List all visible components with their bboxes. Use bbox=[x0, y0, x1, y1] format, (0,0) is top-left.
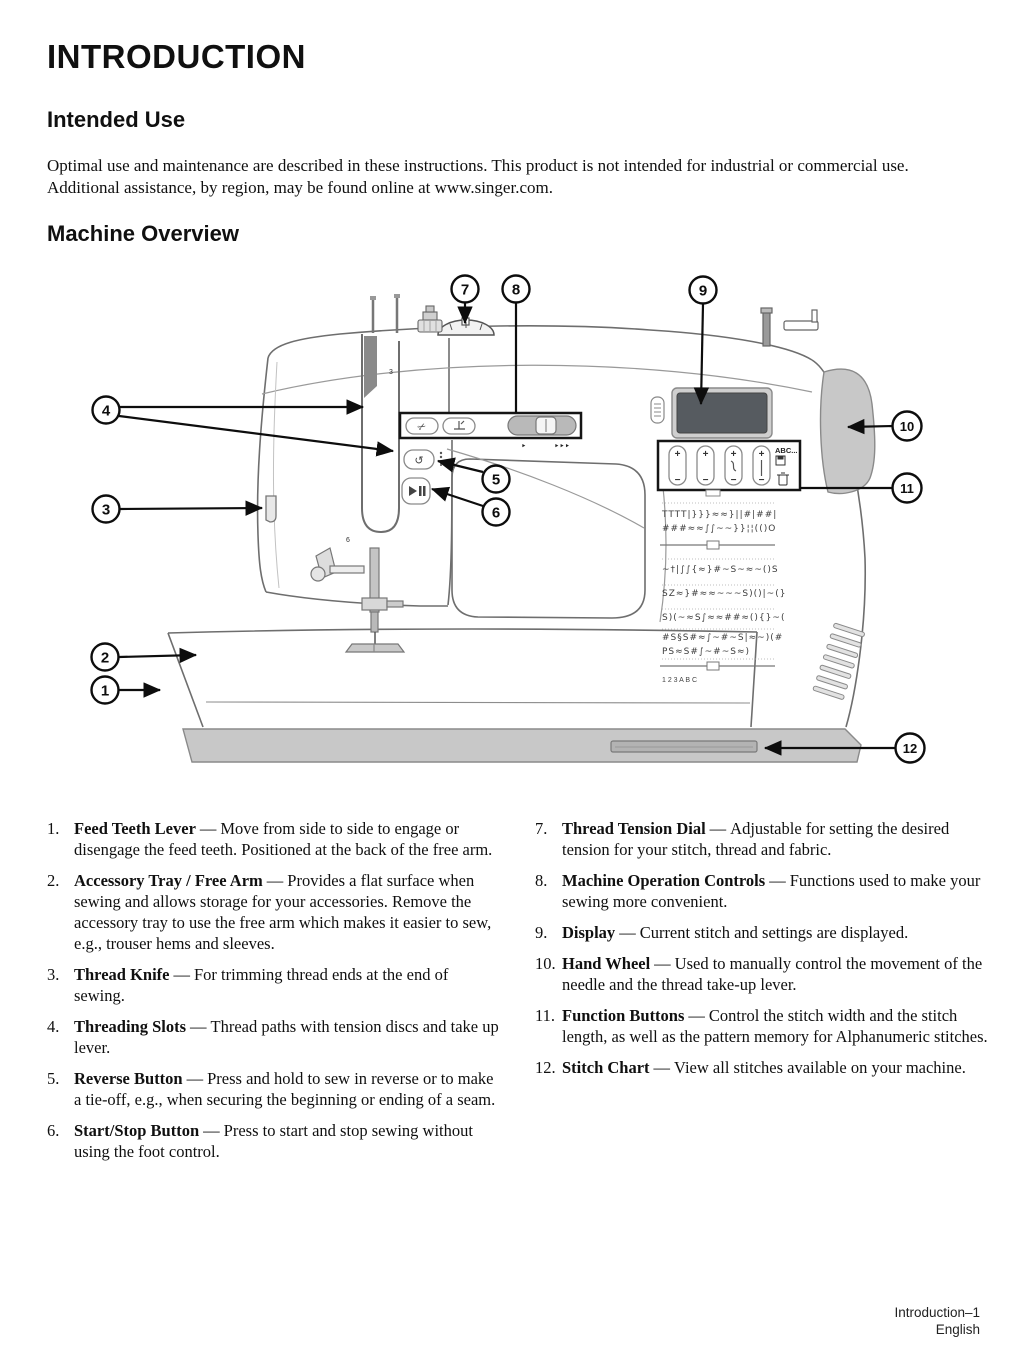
hand-wheel bbox=[819, 368, 876, 495]
footer-page-number: Introduction–1 bbox=[894, 1305, 980, 1320]
threading-slots: 3 6 bbox=[346, 294, 400, 544]
reverse-icon: ↺ bbox=[414, 455, 423, 467]
vent-slats bbox=[812, 622, 865, 700]
part-item-2: 2.Accessory Tray / Free Arm—Provides a f… bbox=[47, 871, 492, 953]
svg-text:−: − bbox=[731, 475, 737, 486]
callout-5: 5 bbox=[481, 464, 511, 494]
svg-text:+: + bbox=[731, 449, 737, 460]
callout-12: 12 bbox=[894, 732, 926, 764]
display bbox=[671, 387, 773, 439]
callout-8: 8 bbox=[501, 274, 531, 304]
reverse-button: ↺ bbox=[403, 449, 443, 470]
needle-assembly bbox=[310, 547, 406, 653]
svg-text:+: + bbox=[759, 449, 765, 460]
thread-cutter-button bbox=[405, 417, 439, 435]
section-heading-intended-use: Intended Use bbox=[47, 107, 186, 132]
section-heading-machine-overview: Machine Overview bbox=[47, 221, 239, 246]
svg-text:6: 6 bbox=[492, 505, 500, 522]
threading-mark-upper: 3 bbox=[389, 369, 393, 376]
stitch-length-slider bbox=[696, 445, 715, 486]
callout-2: 2 bbox=[90, 642, 120, 672]
svg-text:SZ≈}#≈≈~~~S)()|~(}: SZ≈}#≈≈~~~S)()|~(} bbox=[662, 589, 786, 599]
speaker-grille bbox=[650, 396, 665, 424]
svg-text:8: 8 bbox=[512, 282, 520, 299]
svg-text:2: 2 bbox=[101, 650, 109, 667]
svg-text:###≈≈∫∫~~}}¦¦(()O: ###≈≈∫∫~~}}¦¦(()O bbox=[662, 524, 776, 534]
speed-slow-marker: ‣ bbox=[521, 441, 526, 451]
svg-text:4: 4 bbox=[102, 403, 111, 420]
machine-diagram: 3 6 bbox=[90, 274, 926, 764]
svg-text:+: + bbox=[703, 449, 709, 460]
svg-text:#S§S#≈∫~#~S|≈~)(#: #S§S#≈∫~#~S|≈~)(# bbox=[662, 633, 783, 643]
speed-fast-marker: ‣‣‣ bbox=[554, 441, 570, 451]
svg-text:10: 10 bbox=[900, 419, 914, 434]
spool-cap bbox=[417, 305, 443, 333]
abc-label: ABC... bbox=[775, 446, 798, 455]
callout-9: 9 bbox=[688, 275, 718, 305]
svg-text:11: 11 bbox=[900, 481, 914, 496]
part-item-8: 8.Machine Operation Controls—Functions u… bbox=[535, 871, 981, 911]
page-title: INTRODUCTION bbox=[47, 38, 306, 75]
callout-circles: 1 2 3 4 5 6 7 8 9 10 11 12 bbox=[90, 274, 926, 764]
page-footer: Introduction–1 English bbox=[894, 1304, 980, 1338]
stitch-chart-footer: 1 2 3 A B C bbox=[662, 677, 697, 684]
svg-text:3: 3 bbox=[102, 502, 110, 519]
svg-text:−: − bbox=[759, 475, 765, 486]
operation-controls-panel: ✂ ‣ ‣‣‣ bbox=[398, 411, 583, 451]
svg-text:12: 12 bbox=[903, 741, 917, 756]
part-item-4: 4.Threading Slots—Thread paths with tens… bbox=[47, 1017, 499, 1057]
presser-foot-icon bbox=[454, 420, 465, 430]
stitch-width-slider bbox=[668, 445, 687, 486]
parts-list: 1.Feed Teeth Lever—Move from side to sid… bbox=[47, 818, 991, 1172]
play-icon bbox=[409, 486, 417, 496]
callout-1: 1 bbox=[90, 675, 120, 705]
part-item-1: 1.Feed Teeth Lever—Move from side to sid… bbox=[47, 819, 493, 859]
accessory-tray bbox=[167, 628, 758, 728]
callout-11: 11 bbox=[891, 472, 923, 504]
svg-text:S)(~≈S∫≈≈##≈(){}~(: S)(~≈S∫≈≈##≈(){}~( bbox=[662, 613, 785, 623]
save-icon bbox=[775, 455, 786, 466]
intended-use-paragraph: Optimal use and maintenance are describe… bbox=[47, 156, 909, 197]
parts-list-left-column: 1.Feed Teeth Lever—Move from side to sid… bbox=[47, 818, 503, 1172]
svg-text:~†|∫∫{≈}#~S~≈~()S: ~†|∫∫{≈}#~S~≈~()S bbox=[662, 565, 779, 575]
part-item-9: 9.Display—Current stitch and settings ar… bbox=[535, 923, 909, 942]
part-item-11: 11.Function Buttons—Control the stitch w… bbox=[535, 1006, 988, 1046]
part-item-3: 3.Thread Knife—For trimming thread ends … bbox=[47, 965, 449, 1005]
footer-language: English bbox=[935, 1322, 980, 1337]
threading-mark-lower: 6 bbox=[346, 537, 350, 544]
svg-text:9: 9 bbox=[699, 283, 707, 300]
part-item-12: 12.Stitch Chart—View all stitches availa… bbox=[535, 1058, 966, 1077]
callout-7: 7 bbox=[450, 274, 480, 304]
svg-text:+: + bbox=[675, 449, 681, 460]
part-item-7: 7.Thread Tension Dial—Adjustable for set… bbox=[535, 819, 950, 859]
zigzag-icon bbox=[730, 460, 737, 472]
function-buttons-panel: + + + + − − − − ABC... bbox=[656, 439, 802, 497]
svg-text:7: 7 bbox=[461, 282, 469, 299]
svg-text:1: 1 bbox=[101, 683, 109, 700]
spool-pin bbox=[760, 307, 819, 347]
svg-text:−: − bbox=[675, 475, 681, 486]
parts-list-right-column: 7.Thread Tension Dial—Adjustable for set… bbox=[535, 818, 991, 1172]
svg-text:−: − bbox=[703, 475, 709, 486]
part-item-5: 5.Reverse Button—Press and hold to sew i… bbox=[47, 1069, 496, 1109]
callout-6: 6 bbox=[481, 497, 511, 527]
trash-icon bbox=[777, 472, 789, 486]
part-item-10: 10.Hand Wheel—Used to manually control t… bbox=[535, 954, 983, 994]
callout-lines bbox=[118, 303, 896, 756]
callout-4: 4 bbox=[91, 395, 121, 425]
stitch-chart: TTTT|}}}≈≈}||#|##| ###≈≈∫∫~~}}¦¦(()O ~†|… bbox=[660, 502, 786, 684]
svg-text:5: 5 bbox=[492, 472, 500, 489]
callout-3: 3 bbox=[91, 494, 121, 524]
start-stop-button bbox=[401, 477, 431, 505]
svg-text:PS≈S#∫~#~S≈): PS≈S#∫~#~S≈) bbox=[662, 647, 750, 657]
thread-knife bbox=[265, 495, 277, 523]
callout-10: 10 bbox=[891, 410, 923, 442]
machine-base bbox=[182, 728, 862, 763]
svg-text:TTTT|}}}≈≈}||#|##|: TTTT|}}}≈≈}||#|##| bbox=[661, 510, 777, 520]
part-item-6: 6.Start/Stop Button—Press to start and s… bbox=[47, 1121, 473, 1161]
